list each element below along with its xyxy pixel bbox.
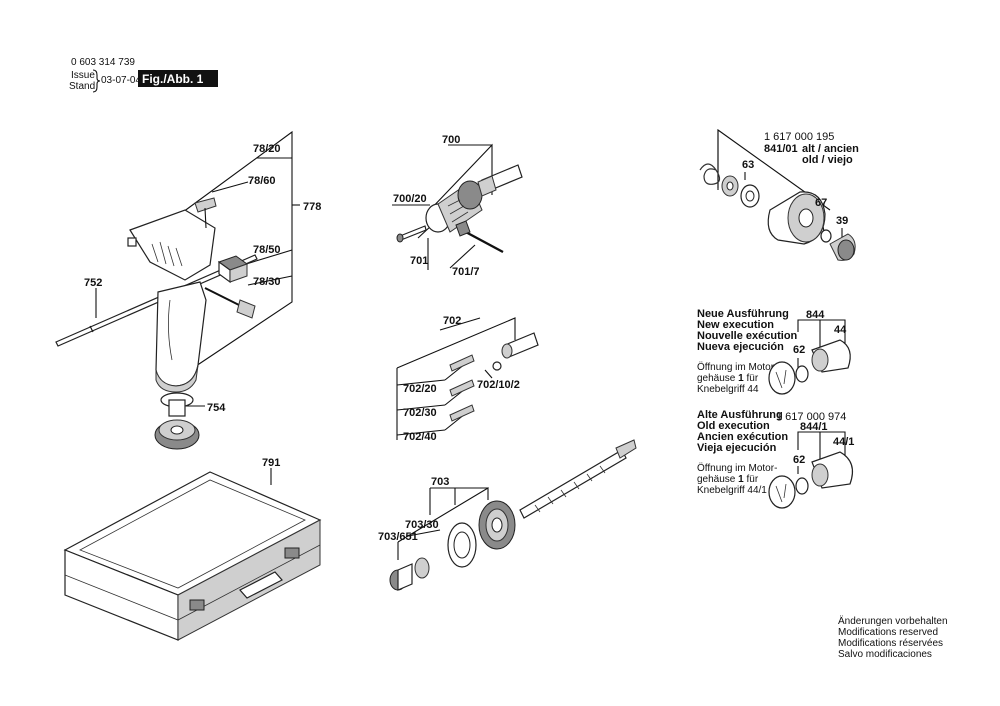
- new-execution-note-1: Öffnung im Motor-: [697, 361, 777, 373]
- callout-791: 791: [262, 457, 280, 469]
- depth-rod: [55, 254, 258, 347]
- bit-702-30: [449, 379, 475, 397]
- callout-1617-000-974: 1 617 000 974: [776, 411, 846, 423]
- callout-701-7: 701/7: [452, 266, 480, 278]
- old-execution-note-3: Knebelgriff 44/1: [697, 485, 767, 496]
- callout-702-30: 702/30: [403, 407, 437, 419]
- callout-44-1: 44/1: [833, 436, 854, 448]
- callout-78-60: 78/60: [248, 175, 276, 187]
- screwdriver-bits-assembly: [396, 317, 539, 440]
- callout-1617-000-195: 1 617 000 195: [764, 131, 834, 143]
- callout-844-1: 844/1: [800, 421, 828, 433]
- sds-chuck-kit: [699, 128, 856, 261]
- new-execution-line-2: New execution: [697, 319, 774, 331]
- old-execution-block: Alte Ausführung Old execution Ancien exé…: [697, 409, 853, 509]
- stand-label: Stand: [69, 81, 95, 92]
- callout-62-old: 62: [793, 454, 805, 466]
- callout-702-40: 702/40: [403, 431, 437, 443]
- old-execution-line-2: Old execution: [697, 420, 770, 432]
- footer-line-3: Modifications réservées: [838, 638, 943, 649]
- callout-752: 752: [84, 277, 102, 289]
- label-old-viejo: old / viejo: [802, 154, 853, 166]
- callout-700: 700: [442, 134, 460, 146]
- old-execution-note-1: Öffnung im Motor-: [697, 462, 777, 474]
- footer-line-2: Modifications reserved: [838, 627, 938, 638]
- callout-701: 701: [410, 255, 428, 267]
- callout-63: 63: [742, 159, 754, 171]
- figure-label: Fig./Abb. 1: [142, 72, 204, 86]
- callout-702: 702: [443, 315, 461, 327]
- new-execution-line-1: Neue Ausführung: [697, 308, 789, 320]
- callout-67: 67: [815, 197, 827, 209]
- case-handle: [239, 571, 283, 599]
- issue-brace: [92, 69, 101, 93]
- old-execution-line-4: Vieja ejecución: [697, 442, 777, 454]
- drill-chuck-assembly: [392, 143, 523, 270]
- callout-39: 39: [836, 215, 848, 227]
- callout-841-01: 841/01: [764, 143, 798, 155]
- new-execution-block: Neue Ausführung New execution Nouvelle e…: [697, 308, 851, 395]
- bit-702-20: [449, 354, 475, 372]
- old-execution-line-3: Ancien exécution: [697, 431, 788, 443]
- callout-702-20: 702/20: [403, 383, 437, 395]
- callout-78-50: 78/50: [253, 244, 281, 256]
- label-alt-ancien: alt / ancien: [802, 143, 859, 155]
- motor-housing-opening-old: [768, 475, 796, 509]
- callout-78-20: 78/20: [253, 143, 281, 155]
- callout-778: 778: [303, 201, 321, 213]
- part-number: 0 603 314 739: [71, 57, 135, 68]
- callout-703: 703: [431, 476, 449, 488]
- new-execution-line-3: Nouvelle exécution: [697, 330, 798, 342]
- new-execution-line-4: Nueva ejecución: [697, 341, 784, 353]
- old-execution-line-1: Alte Ausführung: [697, 409, 783, 421]
- callout-78-30: 78/30: [253, 276, 281, 288]
- handle-assembly: [55, 130, 300, 450]
- chuck-adapter-assembly: [389, 439, 637, 591]
- motor-housing-opening-new: [768, 361, 796, 395]
- new-execution-note-3: Knebelgriff 44: [697, 384, 759, 395]
- old-execution-note-2: gehäuse 1 für: [697, 474, 759, 485]
- handle-grip: [155, 281, 207, 387]
- footer-line-1: Änderungen vorbehalten: [838, 615, 948, 627]
- callout-703-30: 703/30: [405, 519, 439, 531]
- callout-62-new: 62: [793, 344, 805, 356]
- callout-754: 754: [207, 402, 226, 414]
- issue-label: Issue: [71, 70, 95, 81]
- callout-702-10-2: 702/10/2: [477, 379, 520, 391]
- carrying-case: [63, 468, 322, 641]
- figure-label-box: [138, 70, 218, 87]
- callout-700-20: 700/20: [393, 193, 427, 205]
- drill-bit: [519, 449, 627, 519]
- bit-702-40: [449, 404, 475, 422]
- callout-44: 44: [834, 324, 847, 336]
- callout-844: 844: [806, 309, 825, 321]
- issue-date: 03-07-04: [101, 75, 141, 86]
- spring: [699, 163, 721, 185]
- new-execution-note-2: gehäuse 1 für: [697, 373, 759, 384]
- footer-line-4: Salvo modificaciones: [838, 649, 932, 660]
- leader-778: [182, 130, 293, 371]
- callout-703-651: 703/651: [378, 531, 418, 543]
